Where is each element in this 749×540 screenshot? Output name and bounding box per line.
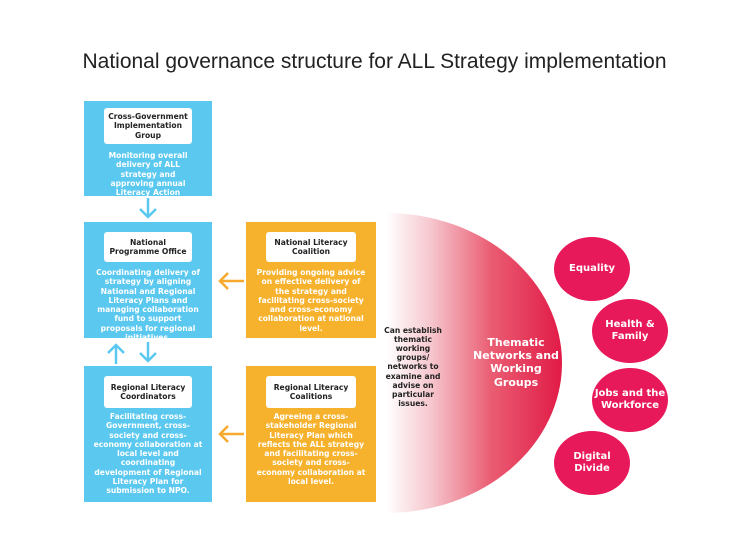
thematic-title: Thematic Networks and Working Groups [473, 336, 559, 389]
regional-coalitions-label: Regional Literacy Coalitions [266, 376, 356, 408]
national-coalition-box: National Literacy Coalition Providing on… [246, 222, 376, 338]
thematic-hub-shape [386, 213, 562, 513]
regional-coordinators-desc: Facilitating cross-Government, cross-soc… [93, 412, 203, 495]
thematic-note: Can establish thematic working groups/ n… [384, 326, 442, 408]
health-family-circle: Health & Family [592, 299, 668, 363]
cross-government-box: Cross-Government Implementation Group Mo… [84, 101, 212, 206]
national-coalition-desc: Providing ongoing advice on effective de… [256, 268, 366, 333]
regional-coordinators-label: Regional Literacy Coordinators [104, 376, 192, 408]
regional-coordinators-box: Regional Literacy Coordinators Facilitat… [84, 366, 212, 502]
regional-coalitions-desc: Agreeing a cross-stakeholder Regional Li… [256, 412, 366, 486]
national-programme-desc: Coordinating delivery of strategy by ali… [96, 268, 200, 342]
regional-coalitions-box: Regional Literacy Coalitions Agreeing a … [246, 366, 376, 502]
equality-circle: Equality [554, 237, 630, 301]
arrow-left-icon [218, 425, 244, 443]
arrow-up-icon [107, 343, 125, 364]
national-programme-label: National Programme Office [104, 232, 192, 262]
cross-government-label: Cross-Government Implementation Group [104, 108, 192, 144]
jobs-workforce-circle: Jobs and the Workforce [592, 368, 668, 432]
national-coalition-label: National Literacy Coalition [266, 232, 356, 262]
arrow-down-icon [139, 198, 157, 219]
national-programme-box: National Programme Office Coordinating d… [84, 222, 212, 342]
page-title: National governance structure for ALL St… [82, 50, 667, 73]
digital-divide-circle: Digital Divide [554, 431, 630, 495]
arrow-down-icon [139, 342, 157, 363]
arrow-left-icon [218, 272, 244, 290]
